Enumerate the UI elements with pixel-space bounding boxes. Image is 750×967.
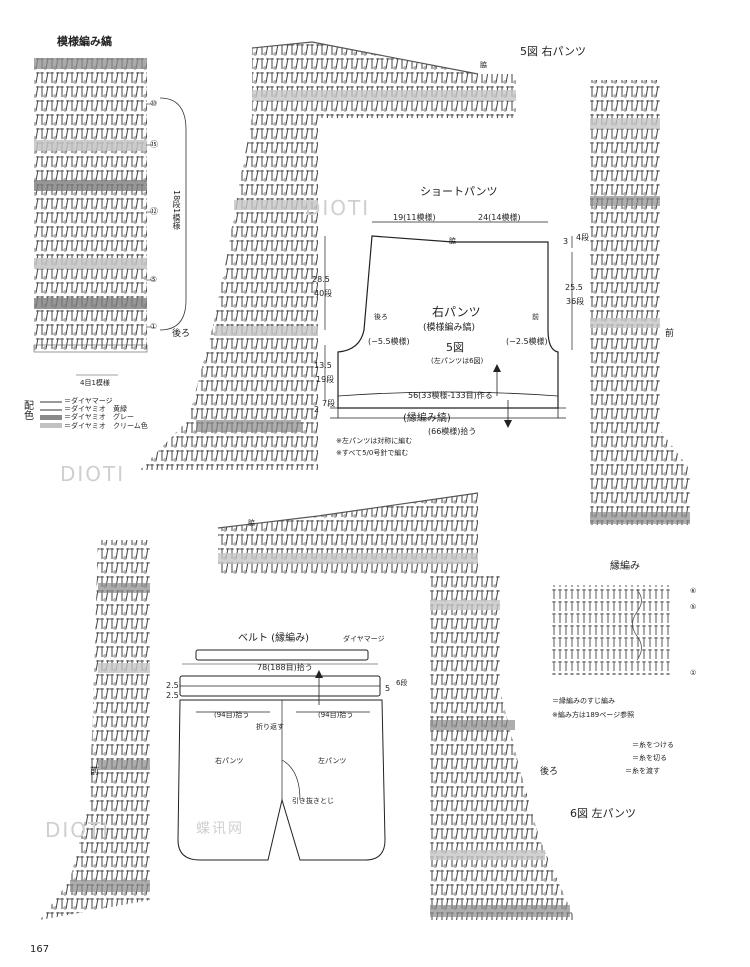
fig5-back-label: 後ろ <box>172 329 191 339</box>
color-key-item-3: ＝ダイヤミオ <box>64 413 106 421</box>
belt-seam: 引き抜きとじ <box>292 797 334 805</box>
shorts-fig-ref: 5図 <box>446 341 464 354</box>
fig6-chart <box>40 492 575 920</box>
shorts-right-dec: (−2.5模様) <box>506 337 548 346</box>
belt-length: 78(188目)拾う <box>257 663 313 672</box>
edging-row-mark: ⑥ <box>690 587 697 595</box>
belt-rows-label: 6段 <box>396 679 408 687</box>
symbol-join-yarn: ＝糸をつける <box>632 741 674 749</box>
dim-left-total-rows: 40段 <box>314 289 333 298</box>
belt-title: ベルト (縁編み) <box>238 633 309 644</box>
watermark: DIOTI <box>60 462 126 486</box>
watermark: DIOTI <box>45 818 111 842</box>
edging-row-mark: ⑤ <box>690 603 697 611</box>
belt-yarn: ダイヤマージ <box>343 635 385 643</box>
color-key-item-4: ＝ダイヤミオ <box>64 422 106 430</box>
stitch-row-mark: ⑤ <box>150 275 158 284</box>
symbol-carry-yarn: ＝糸を渡す <box>625 767 660 775</box>
color-key-swatches <box>40 401 62 428</box>
symbol-cut-yarn: ＝糸を切る <box>632 754 667 762</box>
fig6-back-label: 後ろ <box>540 767 559 777</box>
dim-top-left: 19(11模様) <box>393 213 436 222</box>
shorts-note-left: (左パンツは6図) <box>431 357 484 365</box>
shorts-chain: 56(33模様-133目)作る <box>408 391 493 400</box>
belt-height-2: 2.5 <box>166 691 179 700</box>
dim-right-mid-rows: 36段 <box>566 297 585 306</box>
stitch-pattern-title: 模様編み縞 <box>57 35 112 48</box>
belt-left-pants: 左パンツ <box>318 757 347 765</box>
shorts-edging: (縁編み縞) <box>403 413 451 424</box>
stitch-row-mark: ⑫ <box>150 207 158 216</box>
dim-left-low: 13.5 <box>314 361 332 370</box>
color-key-item-2: ＝ダイヤミオ <box>64 405 106 413</box>
color-key-color-3: グレー <box>113 413 134 421</box>
shorts-back-label: 後ろ <box>374 313 388 321</box>
belt-pick-left: (94目)拾う <box>214 711 250 719</box>
belt-pick-right: (94目)拾う <box>318 711 354 719</box>
dim-right-top-rows: 4段 <box>576 233 590 242</box>
belt-right-pants: 右パンツ <box>215 757 244 765</box>
repeat-label: 18段1模様 <box>172 190 181 230</box>
shorts-schematic <box>324 221 573 428</box>
dim-right-mid: 25.5 <box>565 283 583 292</box>
stitch-row-mark: ① <box>150 322 158 331</box>
color-key-item-1: ＝ダイヤマージ <box>64 397 113 405</box>
fig6-title: 6図 左パンツ <box>570 807 637 820</box>
shorts-pattern: (模様編み縞) <box>423 323 476 333</box>
color-key-color-4: クリーム色 <box>113 422 148 430</box>
stitch-row-mark: ⑩ <box>150 99 158 108</box>
fig5-chart <box>140 41 690 525</box>
stitch-row-mark: ⑮ <box>150 140 158 149</box>
edging-legend-1: ＝縁編みのすじ編み <box>552 697 615 705</box>
color-key-color-2: 黄緑 <box>113 405 127 413</box>
fig5-title: 5図 右パンツ <box>520 45 587 58</box>
shorts-front-label: 前 <box>532 313 539 321</box>
watermark: 蝶讯网 <box>196 821 244 837</box>
edging-row-mark: ① <box>690 669 697 677</box>
watermark: DIOTI <box>305 196 371 220</box>
fig6-side-label: 脇 <box>248 519 255 527</box>
repeat-width-label: 4目1模様 <box>80 379 110 387</box>
dim-left-bottom: 2 <box>314 405 320 414</box>
dim-left-bottom-rows: 7段 <box>322 399 336 408</box>
dim-top-right: 24(14模様) <box>478 213 521 222</box>
page-number: 167 <box>30 944 50 955</box>
shorts-note-2: ※すべて5/0号針で編む <box>336 449 409 457</box>
edging-title: 縁編み <box>610 561 640 572</box>
stitch-pattern-chart <box>33 56 187 376</box>
shorts-left-dec: (−5.5模様) <box>368 337 410 346</box>
shorts-side-label: 脇 <box>449 237 456 245</box>
edging-chart <box>550 585 670 675</box>
color-key-label: 配色 <box>24 401 34 422</box>
fig5-front-label: 前 <box>665 329 675 339</box>
dim-left-low-rows: 19段 <box>316 375 335 384</box>
fig6-front-label: 前 <box>90 767 100 777</box>
shorts-title: ショートパンツ <box>420 185 498 198</box>
dim-left-total: 28.5 <box>312 275 330 284</box>
belt-fold: 折り返す <box>256 723 284 731</box>
dim-right-top: 3 <box>563 237 569 246</box>
shorts-pickup: (66模様)拾う <box>428 427 477 436</box>
fig5-side-label: 脇 <box>480 61 487 69</box>
edging-legend-2: ※編み方は189ページ参照 <box>552 711 635 719</box>
belt-rows: 5 <box>385 684 391 693</box>
belt-schematic <box>177 649 386 861</box>
shorts-piece-name: 右パンツ <box>432 305 481 319</box>
shorts-note-1: ※左パンツは対称に編む <box>336 437 413 445</box>
belt-height-1: 2.5 <box>166 681 179 690</box>
